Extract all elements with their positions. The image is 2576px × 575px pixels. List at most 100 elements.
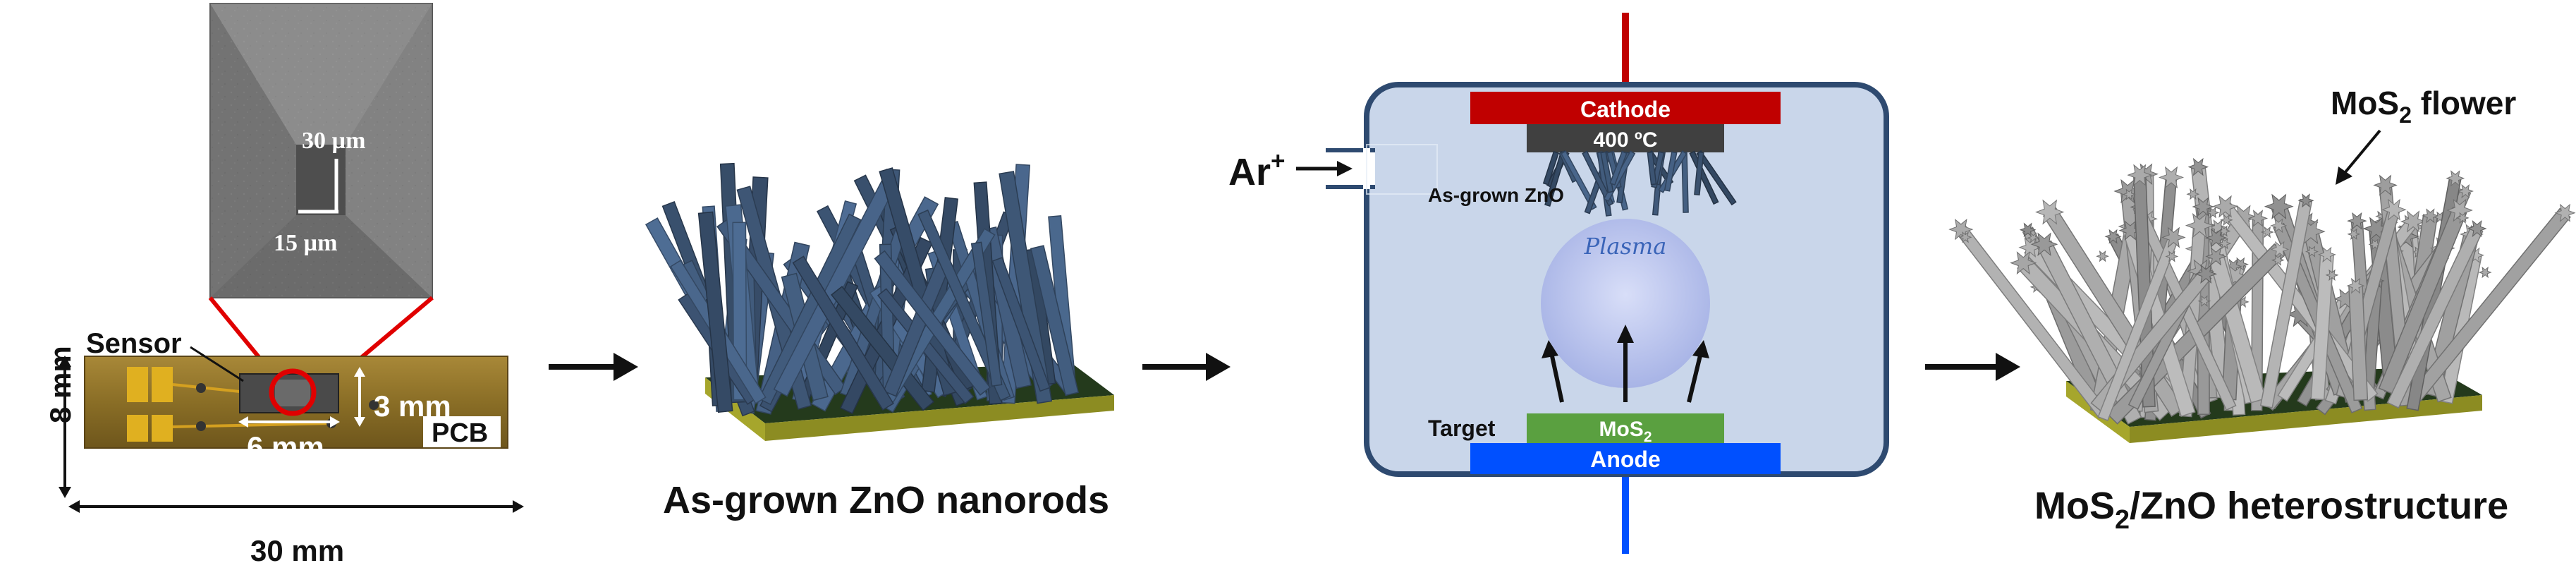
- mos2-flower: [2030, 232, 2058, 256]
- sputter-flux-arrows: [1542, 325, 1709, 403]
- mos2-flower: [2317, 246, 2336, 263]
- mos2-flower: [2554, 203, 2576, 222]
- mos2-flower: [2195, 264, 2218, 284]
- mos2-flower: [2297, 193, 2314, 208]
- nanorod: [1542, 150, 1560, 186]
- flower-label: MoS2 flower: [2331, 85, 2516, 128]
- nanorod: [1681, 152, 1689, 213]
- step2-caption: MoS2/ZnO heterostructure: [2034, 485, 2508, 535]
- mos2-flower: [2305, 246, 2319, 258]
- plasma-sphere: [1541, 219, 1710, 388]
- nanorod: [2386, 225, 2484, 409]
- anode-plate: [1470, 443, 1781, 474]
- sensor-highlight-circle: [269, 368, 317, 416]
- nanorod: [758, 213, 862, 406]
- mos2-flower: [2186, 188, 2200, 200]
- flower-nanorod-cluster: [1948, 157, 2576, 425]
- heterostructure-array: [1948, 157, 2576, 443]
- target-material: MoS2: [1599, 418, 1652, 445]
- sem-scale-vertical: 30 µm: [302, 128, 365, 154]
- mos2-flower: [2260, 226, 2274, 238]
- pcb-board: 3 mm 6 mm PCB: [84, 356, 508, 464]
- dimension-width-label: 6 mm: [247, 430, 324, 464]
- nanorod-array: [645, 162, 1114, 441]
- mos2-flower: [2478, 266, 2492, 279]
- mos2-flower: [2219, 214, 2233, 226]
- nanorod: [2378, 207, 2467, 395]
- mos2-flower: [2185, 213, 2214, 238]
- gas-label: Ar+: [1228, 147, 1286, 193]
- sensor-label: Sensor: [86, 328, 182, 359]
- flower-pointer: [2343, 129, 2381, 174]
- mos2-flower: [2122, 188, 2136, 200]
- mos2-flower: [2373, 174, 2398, 196]
- nanorod: [792, 255, 894, 411]
- mos2-flower: [2270, 218, 2288, 234]
- sputter-chamber: Ar+ Cathode 400 ºC As-grown ZnO Plasma M…: [1228, 13, 1889, 554]
- mos2-flower: [2165, 250, 2179, 262]
- process-arrow: [1925, 353, 2020, 381]
- mos2-flower: [2018, 237, 2042, 258]
- nanorod: [1561, 150, 1597, 210]
- mos2-flower: [2205, 247, 2227, 266]
- mos2-flower: [2218, 237, 2232, 250]
- mos2-flower: [2035, 199, 2065, 225]
- sample-label: As-grown ZnO: [1428, 184, 1564, 206]
- mos2-flower: [2212, 195, 2238, 218]
- mos2-flower: [1958, 231, 1972, 243]
- mos2-flower: [2158, 166, 2185, 189]
- nanorod: [1609, 150, 1628, 186]
- process-arrow: [1142, 353, 1231, 381]
- contact-pad: [152, 367, 173, 402]
- plasma-label: Plasma: [1584, 233, 1667, 260]
- cathode-plate: [1470, 92, 1781, 124]
- nanorod: [1694, 151, 1704, 196]
- nanorod: [991, 257, 1051, 392]
- board-width-dimension: 30 mm: [68, 500, 524, 567]
- target-label: Target: [1428, 416, 1496, 441]
- mos2-flower: [2104, 229, 2122, 244]
- anode-label: Anode: [1590, 447, 1661, 472]
- nanorod: [1582, 150, 1614, 207]
- mos2-flower: [2197, 295, 2211, 307]
- board-height-dimension: 8 mm: [44, 346, 77, 498]
- mos2-flower: [2127, 164, 2153, 186]
- nanorod: [1664, 151, 1678, 192]
- mos2-flower: [2247, 210, 2269, 227]
- nanorod: [999, 171, 1053, 404]
- mos2-flower: [2096, 250, 2110, 262]
- mos2-flower: [2192, 197, 2214, 217]
- mos2-flower: [2205, 228, 2228, 248]
- cathode-label: Cathode: [1580, 97, 1671, 122]
- mos2-flower: [2446, 170, 2465, 187]
- mos2-flower: [2346, 277, 2365, 294]
- sem-image: 30 µm 15 µm: [209, 3, 433, 298]
- nanorod: [1030, 245, 1079, 397]
- step1-caption: As-grown ZnO nanorods: [663, 479, 1109, 521]
- board-width-label: 30 mm: [250, 534, 344, 567]
- mos2-flower: [2347, 228, 2361, 241]
- mos2-flower: [2187, 157, 2209, 176]
- mos2-flower: [2264, 193, 2294, 219]
- pcb-label: PCB: [432, 418, 488, 448]
- mos2-flower: [2010, 251, 2037, 275]
- mos2-flower: [2347, 212, 2367, 230]
- mos2-flower: [2271, 254, 2285, 266]
- mos2-flower: [2422, 208, 2439, 224]
- sensor-pointer: [190, 346, 244, 382]
- hanging-zno-sample: [1542, 150, 1737, 217]
- contact-pad: [127, 415, 148, 442]
- target-plate: [1527, 413, 1724, 443]
- mos2-flower: [2161, 226, 2186, 248]
- nanorod-cluster: [645, 162, 1079, 417]
- nanorod: [2259, 198, 2313, 408]
- nanorod: [831, 286, 934, 411]
- temperature-label: 400 ºC: [1593, 128, 1657, 152]
- process-arrow: [549, 353, 638, 381]
- mos2-flower: [2446, 198, 2473, 222]
- contact-pad: [127, 367, 148, 402]
- nanorod: [1647, 151, 1657, 186]
- mos2-flower: [2400, 210, 2427, 233]
